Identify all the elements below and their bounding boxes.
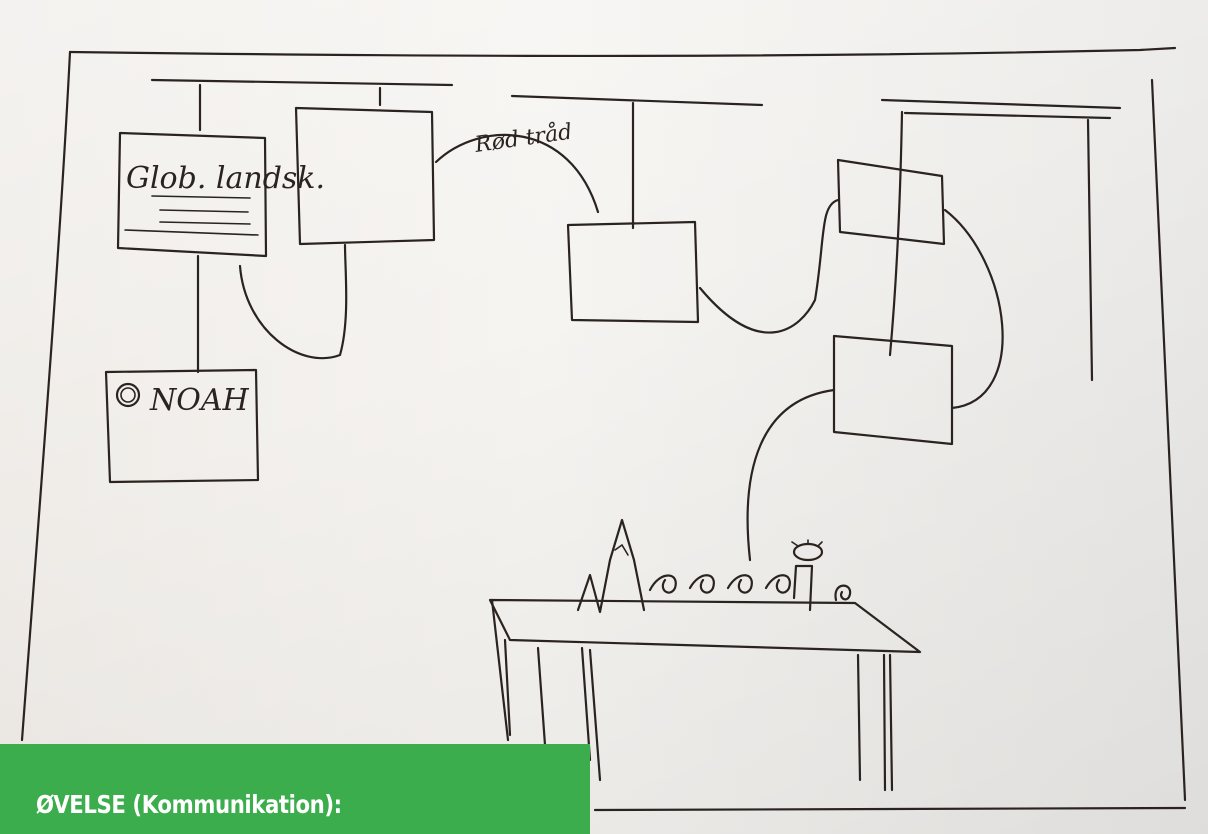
frame-top-line xyxy=(70,48,1175,56)
exercise-banner: ØVELSE (Kommunikation): xyxy=(0,744,590,834)
table-leg-right-3 xyxy=(890,655,892,790)
rail-left xyxy=(152,80,452,85)
rail-right xyxy=(882,100,1120,108)
box-3 xyxy=(568,222,698,322)
wire-4 xyxy=(890,112,902,355)
wire-5 xyxy=(1088,120,1092,380)
rail-middle xyxy=(512,96,762,105)
frame-bottom-line xyxy=(595,808,1185,810)
frame-left-line xyxy=(22,52,70,740)
thread-box4-to-box5 xyxy=(945,210,1003,408)
table-object-curl xyxy=(835,586,850,600)
table-leg-left-inner xyxy=(538,648,545,745)
frame-right-line xyxy=(1152,80,1185,800)
table-leg-right-2 xyxy=(884,655,885,790)
thread-box5-to-table xyxy=(748,390,834,560)
table-object-mountains xyxy=(578,520,644,612)
box-label-noah: NOAH xyxy=(149,383,250,418)
table-leg-right-1 xyxy=(858,655,860,780)
table-leg-mid-2 xyxy=(590,650,600,780)
thread-box3-to-box4 xyxy=(700,200,838,333)
box-4 xyxy=(838,160,944,244)
thread-glob-to-box2 xyxy=(240,245,346,358)
table-top xyxy=(490,600,920,652)
exercise-banner-text: ØVELSE (Kommunikation): xyxy=(36,790,342,819)
box-label-glob-landsk: Glob. landsk. xyxy=(126,161,325,196)
box-5 xyxy=(834,336,952,444)
table-object-waves xyxy=(650,575,790,592)
rail-right-inner xyxy=(905,113,1110,118)
